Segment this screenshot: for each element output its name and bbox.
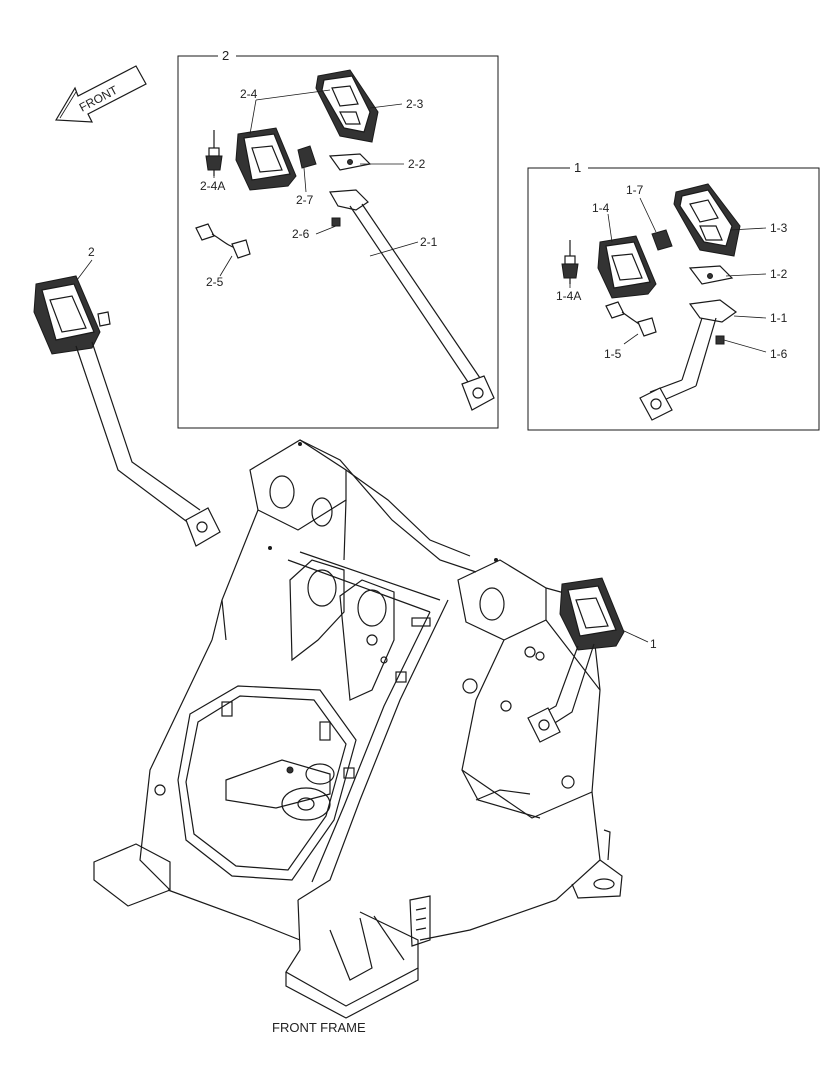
detail-box-1-id: 1 (574, 160, 581, 175)
callout-1: 1 (650, 637, 657, 651)
label-1-5: 1-5 (604, 347, 622, 361)
harness-1-5 (605, 301, 657, 337)
mounting-arm-2-1 (329, 189, 495, 411)
label-2-4A: 2-4A (200, 179, 225, 193)
detail-box-1-leaders (569, 197, 767, 353)
mounting-arm-1-1 (639, 299, 738, 421)
work-lamp-1-4 (597, 235, 657, 299)
label-1-4: 1-4 (592, 201, 610, 215)
detail-box-2-leaders (213, 89, 419, 277)
guard-frame-2-3 (315, 69, 379, 143)
label-2-6: 2-6 (292, 227, 310, 241)
figure-caption: FRONT FRAME (272, 1020, 366, 1035)
label-2-5: 2-5 (206, 275, 224, 289)
label-1-7: 1-7 (626, 183, 644, 197)
bulb-1-4A (561, 240, 579, 284)
detail-box-1: 1 (527, 160, 820, 431)
grommet-1-7 (651, 229, 673, 251)
label-1-3: 1-3 (770, 221, 788, 235)
guard-frame-1-3 (673, 183, 741, 257)
front-arrow-label: FRONT (77, 83, 121, 115)
label-2-7: 2-7 (296, 193, 314, 207)
label-1-6: 1-6 (770, 347, 788, 361)
front-frame-structure (93, 439, 623, 1019)
label-2-3: 2-3 (406, 97, 424, 111)
callout-2: 2 (88, 245, 95, 259)
assembly-lamp-arm-right: 1 (527, 577, 657, 743)
label-2-1: 2-1 (420, 235, 438, 249)
detail-box-2-id: 2 (222, 48, 229, 63)
detail-box-2: 2 (177, 48, 499, 429)
label-1-1: 1-1 (770, 311, 788, 325)
assembly-lamp-arm-left: 2 (33, 245, 221, 547)
label-2-4: 2-4 (240, 87, 258, 101)
screw-2-6 (331, 217, 341, 227)
grommet-2-7 (297, 145, 317, 169)
label-1-2: 1-2 (770, 267, 788, 281)
screw-1-6 (715, 335, 725, 345)
label-2-2: 2-2 (408, 157, 426, 171)
label-1-4A: 1-4A (556, 289, 581, 303)
harness-2-5 (195, 223, 251, 259)
work-lamp-2-4 (235, 127, 297, 191)
front-arrow: FRONT (54, 65, 147, 123)
bulb-2-4A (205, 130, 223, 176)
